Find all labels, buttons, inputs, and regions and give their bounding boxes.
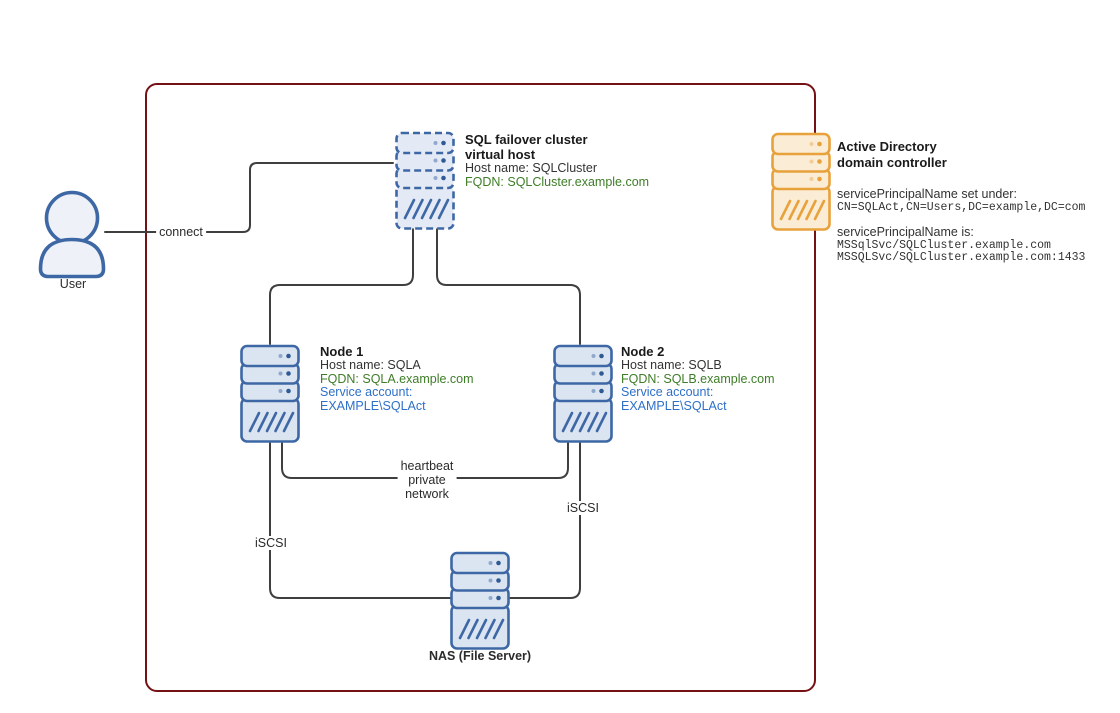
node1-hostname: Host name: SQLA: [320, 359, 474, 373]
virtual-host-to-node2-line: [437, 228, 580, 344]
ad-spn-set-block: servicePrincipalName set under: CN=SQLAc…: [837, 188, 1085, 214]
ad-server-icon: [771, 132, 831, 232]
virtual-host-title-line1: SQL failover cluster: [465, 132, 649, 147]
virtual-host-to-node1-line: [270, 228, 413, 344]
virtual-host-textblock: SQL failover cluster virtual host Host n…: [465, 132, 649, 189]
iscsi-right-label: iSCSI: [564, 501, 602, 515]
virtual-host-server-icon: [395, 131, 455, 231]
ad-title-line1: Active Directory: [837, 139, 947, 155]
ad-title-block: Active Directory domain controller: [837, 139, 947, 171]
node2-title: Node 2: [621, 344, 775, 359]
ad-spn-is-block: servicePrincipalName is: MSSqlSvc/SQLClu…: [837, 226, 1085, 265]
node2-service-account-line2: EXAMPLE\SQLAct: [621, 400, 775, 414]
heartbeat-edge-label: heartbeat private network: [398, 459, 457, 501]
virtual-host-hostname: Host name: SQLCluster: [465, 162, 649, 176]
heartbeat-label-line1: heartbeat: [401, 459, 454, 473]
ad-title-line2: domain controller: [837, 155, 947, 171]
virtual-host-title-line2: virtual host: [465, 147, 649, 162]
node2-fqdn: FQDN: SQLB.example.com: [621, 373, 775, 387]
nas-label: NAS (File Server): [429, 649, 531, 663]
ad-spn-value2: MSSQLSvc/SQLCluster.example.com:1433: [837, 252, 1085, 265]
connect-line: [105, 163, 393, 232]
connect-edge-label: connect: [156, 225, 206, 239]
user-label: User: [60, 277, 86, 291]
node1-server-icon: [240, 344, 300, 444]
node1-service-account-line1: Service account:: [320, 386, 474, 400]
node2-hostname: Host name: SQLB: [621, 359, 775, 373]
heartbeat-label-line2: private: [401, 473, 454, 487]
iscsi-right-line: [510, 443, 580, 598]
ad-spn-set-label: servicePrincipalName set under:: [837, 188, 1085, 202]
node1-service-account-line2: EXAMPLE\SQLAct: [320, 400, 474, 414]
node1-textblock: Node 1 Host name: SQLA FQDN: SQLA.exampl…: [320, 344, 474, 413]
virtual-host-fqdn: FQDN: SQLCluster.example.com: [465, 176, 649, 190]
node1-fqdn: FQDN: SQLA.example.com: [320, 373, 474, 387]
iscsi-left-label: iSCSI: [252, 536, 290, 550]
heartbeat-label-line3: network: [401, 487, 454, 501]
user-icon: [37, 189, 107, 281]
nas-server-icon: [450, 551, 510, 651]
node2-server-icon: [553, 344, 613, 444]
node2-service-account-line1: Service account:: [621, 386, 775, 400]
ad-spn-dn: CN=SQLAct,CN=Users,DC=example,DC=com: [837, 202, 1085, 215]
node2-textblock: Node 2 Host name: SQLB FQDN: SQLB.exampl…: [621, 344, 775, 413]
ad-spn-is-label: servicePrincipalName is:: [837, 226, 1085, 240]
node1-title: Node 1: [320, 344, 474, 359]
